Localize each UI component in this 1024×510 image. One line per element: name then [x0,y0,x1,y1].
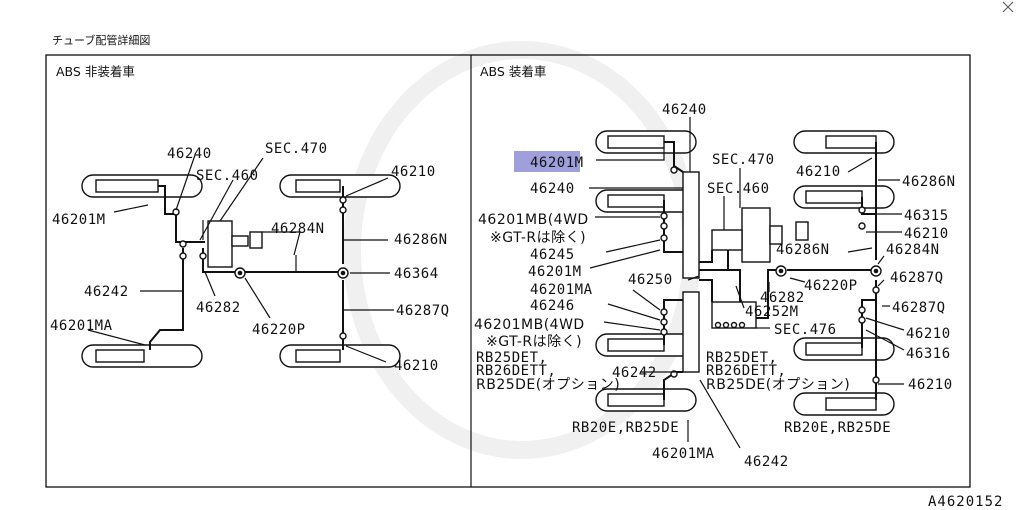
label-r-46250: 46250 [628,272,673,288]
diagram-frame [45,54,971,488]
label-r-46201mb-4wd-1: 46201MB(4WD [478,212,589,228]
label-r-46210-b: 46210 [904,226,949,242]
label-r-sec-476: SEC.476 [774,322,837,338]
label-r-sec-470: SEC.470 [712,152,775,168]
diagram-code: A4620152 [928,494,1003,510]
label-sec-460: SEC.460 [196,168,259,184]
label-r-gtr-excluded-2: ※GT-Rは除く) [486,334,582,350]
label-46364: 46364 [394,266,439,282]
label-46240: 46240 [167,146,212,162]
label-46282: 46282 [196,300,241,316]
label-r-46242-bottom: 46242 [744,454,789,470]
right-piping [589,117,905,449]
label-r-46201ma-mid: 46201MA [530,282,593,298]
highlighted-part-box [514,151,580,172]
left-panel-title: ABS 非装着車 [56,64,135,79]
label-46242: 46242 [84,284,129,300]
label-r-46245: 46245 [530,247,575,263]
label-r-rb25de-option-right: RB25DE(オプション) [706,377,850,393]
label-r-46246: 46246 [530,298,575,314]
corner-mark-icon [1002,1,1014,13]
label-46286n: 46286N [394,232,448,248]
right-panel-title: ABS 装着車 [480,64,546,79]
label-sec-470: SEC.470 [265,141,328,157]
label-r-46252m: 46252M [745,304,799,320]
label-r-46282: 46282 [760,290,805,306]
label-r-rb26dett-left: RB26DETT, [476,363,556,379]
label-46210-bottom: 46210 [394,358,439,374]
label-r-46316: 46316 [906,346,951,362]
page-title: チューブ配管詳細図 [52,33,150,47]
label-r-46201m-low: 46201M [528,264,582,280]
label-r-46201m-highlight[interactable]: 46201M [530,155,584,171]
label-46201m: 46201M [52,212,106,228]
label-46201ma: 46201MA [50,318,113,334]
label-r-46201mb-4wd-2: 46201MB(4WD [474,317,585,333]
label-46210-top: 46210 [391,164,436,180]
label-r-rb20e-left: RB20E,RB25DE [572,420,679,436]
label-r-46220p: 46220P [804,278,858,294]
label-r-rb26dett-right: RB26DETT, [706,363,786,379]
label-46284n: 46284N [271,221,325,237]
label-46220p: 46220P [252,322,306,338]
label-r-sec-460: SEC.460 [707,181,770,197]
label-r-46315: 46315 [904,208,949,224]
left-piping [81,154,401,368]
label-r-46284n: 46284N [886,242,940,258]
label-r-rb20e-right: RB20E,RB25DE [784,420,891,436]
label-r-rb25det-right: RB25DET, [706,350,777,366]
label-r-rb25det-left: RB25DET, [476,350,547,366]
label-r-rb25de-option-left: RB25DE(オプション) [476,377,620,393]
label-r-46286n-a: 46286N [902,174,956,190]
label-r-gtr-excluded-1: ※GT-Rは除く) [490,230,586,246]
label-r-46210-a: 46210 [796,164,841,180]
label-46287q: 46287Q [396,303,450,319]
label-r-46287q-b: 46287Q [892,300,946,316]
label-r-46201ma-bottom: 46201MA [652,446,715,462]
label-r-46240-mid: 46240 [530,181,575,197]
label-r-46286n-b: 46286N [776,242,830,258]
label-r-46240-top: 46240 [662,102,707,118]
label-r-46210-d: 46210 [908,377,953,393]
label-r-46210-c: 46210 [906,326,951,342]
label-r-46242-left: 46242 [612,365,657,381]
label-r-46287q-a: 46287Q [890,270,944,286]
